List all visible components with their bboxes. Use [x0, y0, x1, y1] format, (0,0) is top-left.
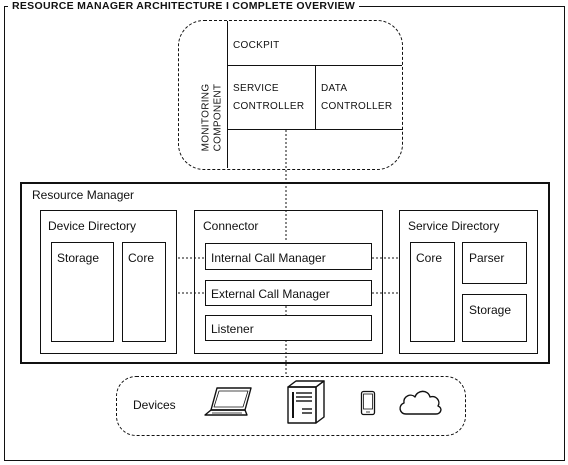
- connector-title: Connector: [203, 219, 259, 233]
- devices-label: Devices: [133, 398, 176, 412]
- external-call-manager-box: [205, 280, 372, 306]
- listener-label: Listener: [211, 322, 254, 336]
- service-storage-label: Storage: [469, 303, 512, 317]
- data-controller-line2: CONTROLLER: [321, 101, 393, 112]
- monitoring-label-line1: MONITORING: [200, 83, 212, 152]
- resource-manager-box: [20, 182, 550, 364]
- listener-box: [205, 315, 372, 341]
- device-directory-title: Device Directory: [48, 219, 137, 233]
- internal-call-manager-box: [205, 243, 372, 270]
- server-tower-icon: [287, 380, 325, 424]
- connector-box: [194, 210, 383, 354]
- frame-title: RESOURCE MANAGER ARCHITECTURE I COMPLETE…: [8, 0, 360, 12]
- device-core-box: [122, 242, 166, 342]
- service-parser-label: Parser: [469, 251, 505, 265]
- laptop-icon: [204, 387, 252, 416]
- external-call-manager-label: External Call Manager: [211, 287, 330, 301]
- device-storage-label: Storage: [57, 251, 100, 265]
- service-controller-line1: SERVICE: [233, 83, 279, 94]
- devices-box: [116, 376, 466, 436]
- smartphone-icon: [360, 390, 376, 416]
- data-controller-box: [316, 65, 403, 130]
- service-directory-title: Service Directory: [408, 219, 500, 233]
- service-parser-box: [462, 242, 527, 284]
- service-core-box: [410, 242, 455, 342]
- service-storage-box: [462, 294, 527, 342]
- data-controller-line1: DATA: [321, 83, 348, 94]
- device-core-label: Core: [128, 251, 155, 265]
- monitoring-divider-vertical: [227, 21, 228, 168]
- monitoring-label: MONITORING COMPONENT: [186, 66, 224, 166]
- service-controller-box: [228, 65, 316, 130]
- monitoring-component: [178, 20, 403, 170]
- device-storage-box: [51, 242, 114, 342]
- resource-manager-title: Resource Manager: [32, 188, 135, 202]
- internal-call-manager-label: Internal Call Manager: [211, 251, 326, 265]
- cockpit-label: COCKPIT: [233, 40, 280, 51]
- monitoring-label-line2: COMPONENT: [212, 83, 224, 152]
- service-core-label: Core: [416, 251, 443, 265]
- cloud-icon: [399, 390, 442, 415]
- service-controller-line2: CONTROLLER: [233, 101, 305, 112]
